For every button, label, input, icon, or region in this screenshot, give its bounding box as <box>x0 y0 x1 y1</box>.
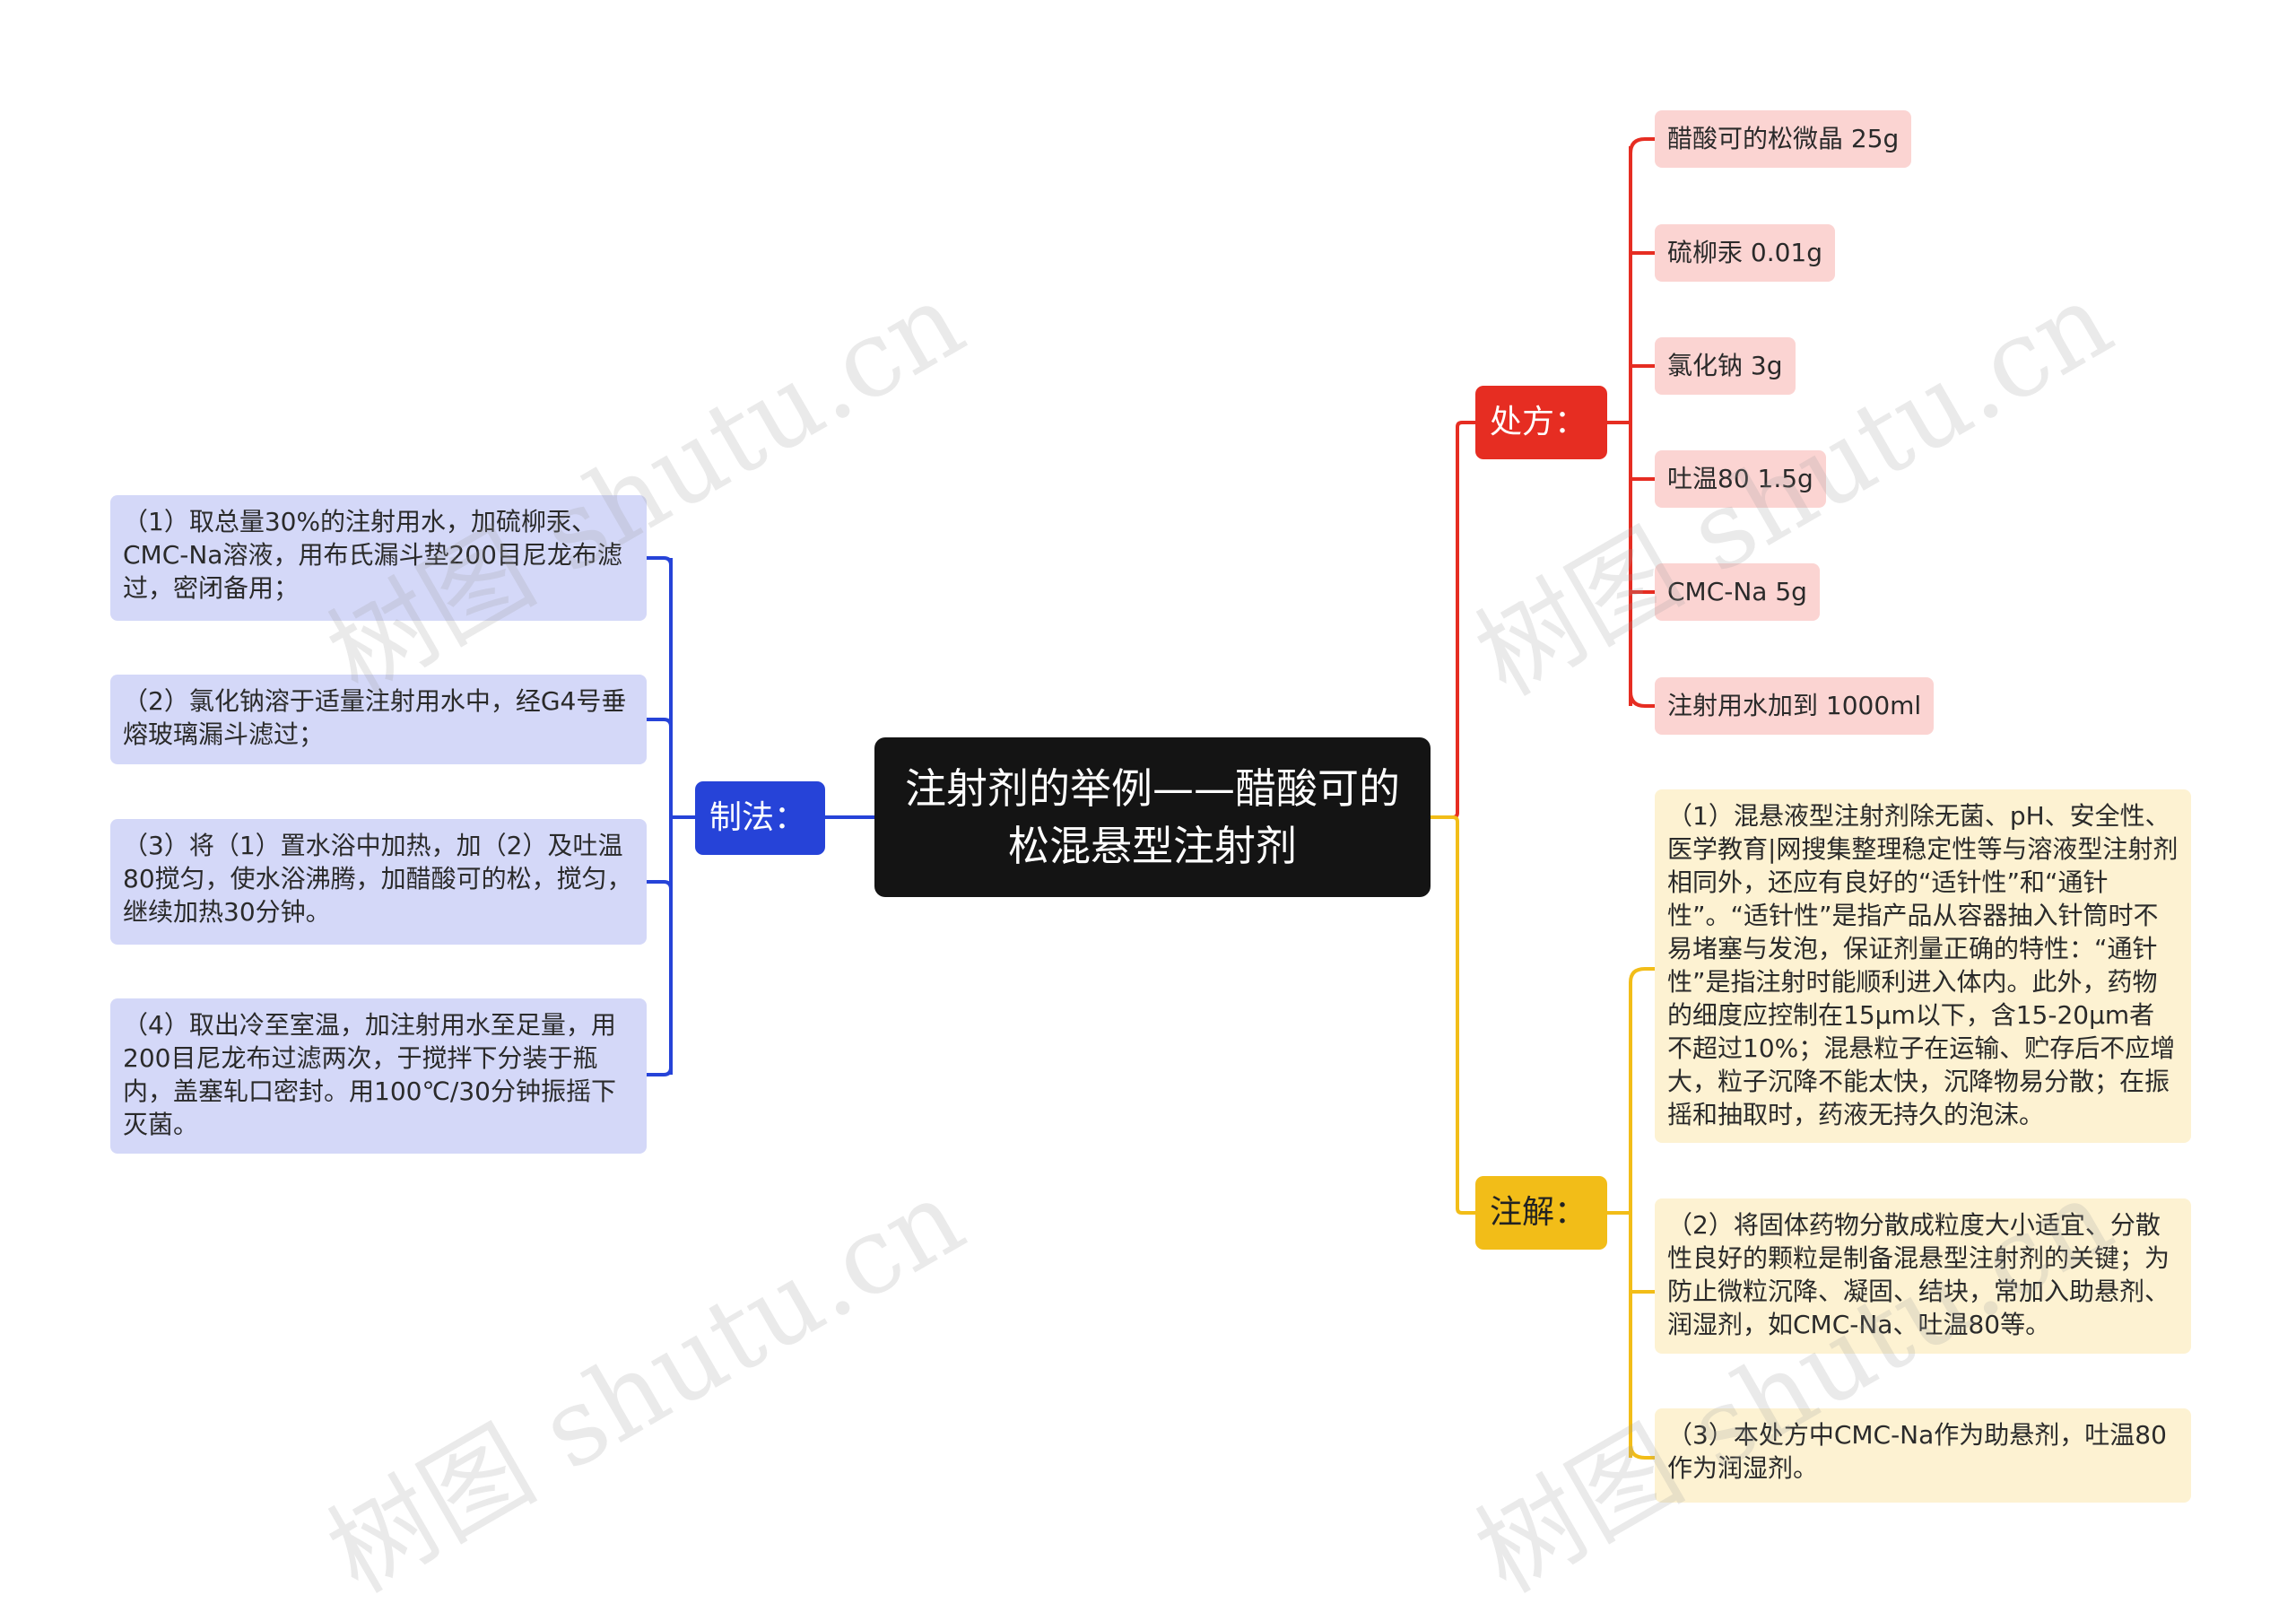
branch-zhujie-label: 注解： <box>1490 1194 1587 1231</box>
connector-zhifa-leaf-3 <box>647 880 673 890</box>
zhujie-leaf-3[interactable]: （3）本处方中CMC-Na作为助悬剂，吐温80作为润湿剂。 <box>1655 1408 2191 1503</box>
branch-zhifa-label: 制法： <box>709 799 807 836</box>
chufang-leaf-1[interactable]: 醋酸可的松微晶 25g <box>1655 110 1912 168</box>
zhifa-leaf-4-text: （4）取出冷至室温，加注射用水至足量，用200目尼龙布过滤两次，于搅拌下分装于瓶… <box>123 1010 616 1139</box>
zhifa-leaf-2-text: （2）氯化钠溶于适量注射用水中，经G4号垂熔玻璃漏斗滤过； <box>123 686 627 749</box>
chufang-leaf-6[interactable]: 注射用水加到 1000ml <box>1655 677 1935 735</box>
zhifa-leaf-1[interactable]: （1）取总量30%的注射用水，加硫柳汞、CMC-Na溶液，用布氏漏斗垫200目尼… <box>110 495 647 621</box>
zhifa-leaf-4[interactable]: （4）取出冷至室温，加注射用水至足量，用200目尼龙布过滤两次，于搅拌下分装于瓶… <box>110 998 647 1154</box>
zhujie-leaf-2[interactable]: （2）将固体药物分散成粒度大小适宜、分散性良好的颗粒是制备混悬型注射剂的关键；为… <box>1655 1198 2191 1354</box>
connector-zhifa-leaves <box>669 558 695 1075</box>
connector-zhifa-leaf-2 <box>647 718 673 728</box>
connector-zhujie-leaves <box>1607 982 1632 1458</box>
connector-chufang-leaf-1 <box>1629 137 1655 154</box>
branch-chufang[interactable]: 处方： <box>1475 386 1607 459</box>
chufang-leaf-5[interactable]: CMC-Na 5g <box>1655 563 1820 621</box>
connector-chufang-leaf-6 <box>1629 691 1655 708</box>
connector-chufang-leaves <box>1607 146 1632 706</box>
connector-root-chufang <box>1431 421 1475 819</box>
zhujie-leaf-1[interactable]: （1）混悬液型注射剂除无菌、pH、安全性、医学教育|网搜集整理稳定性等与溶液型注… <box>1655 789 2191 1143</box>
branch-chufang-label: 处方： <box>1490 404 1587 440</box>
zhujie-leaf-2-text: （2）将固体药物分散成粒度大小适宜、分散性良好的颗粒是制备混悬型注射剂的关键；为… <box>1667 1210 2170 1339</box>
connector-zhifa-leaf-4 <box>647 1067 673 1076</box>
chufang-leaf-3-text: 氯化钠 3g <box>1667 351 1783 380</box>
branch-zhujie[interactable]: 注解： <box>1475 1176 1607 1250</box>
chufang-leaf-6-text: 注射用水加到 1000ml <box>1667 691 1922 720</box>
connector-zhujie-leaf-1 <box>1629 967 1655 983</box>
chufang-leaf-1-text: 醋酸可的松微晶 25g <box>1667 124 1900 153</box>
zhujie-leaf-1-text: （1）混悬液型注射剂除无菌、pH、安全性、医学教育|网搜集整理稳定性等与溶液型注… <box>1667 801 2179 1129</box>
branch-zhifa[interactable]: 制法： <box>695 781 825 855</box>
root-title: 注射剂的举例——醋酸可的松混悬型注射剂 <box>905 764 1400 870</box>
connector-zhujie-leaf-3 <box>1629 1443 1655 1460</box>
root-node[interactable]: 注射剂的举例——醋酸可的松混悬型注射剂 <box>874 737 1431 897</box>
zhifa-leaf-1-text: （1）取总量30%的注射用水，加硫柳汞、CMC-Na溶液，用布氏漏斗垫200目尼… <box>123 507 622 603</box>
chufang-leaf-5-text: CMC-Na 5g <box>1667 577 1807 606</box>
zhujie-leaf-3-text: （3）本处方中CMC-Na作为助悬剂，吐温80作为润湿剂。 <box>1667 1420 2167 1483</box>
chufang-leaf-2-text: 硫柳汞 0.01g <box>1667 238 1823 267</box>
chufang-leaf-4-text: 吐温80 1.5g <box>1667 464 1813 493</box>
connector-root-zhujie <box>1431 815 1475 1215</box>
zhifa-leaf-3-text: （3）将（1）置水浴中加热，加（2）及吐温80搅匀，使水浴沸腾，加醋酸可的松，搅… <box>123 831 632 927</box>
chufang-leaf-4[interactable]: 吐温80 1.5g <box>1655 450 1826 508</box>
zhifa-leaf-3[interactable]: （3）将（1）置水浴中加热，加（2）及吐温80搅匀，使水浴沸腾，加醋酸可的松，搅… <box>110 819 647 945</box>
connector-zhifa-leaf-1 <box>647 556 673 566</box>
zhifa-leaf-2[interactable]: （2）氯化钠溶于适量注射用水中，经G4号垂熔玻璃漏斗滤过； <box>110 675 647 764</box>
chufang-leaf-3[interactable]: 氯化钠 3g <box>1655 337 1796 395</box>
chufang-leaf-2[interactable]: 硫柳汞 0.01g <box>1655 224 1836 282</box>
